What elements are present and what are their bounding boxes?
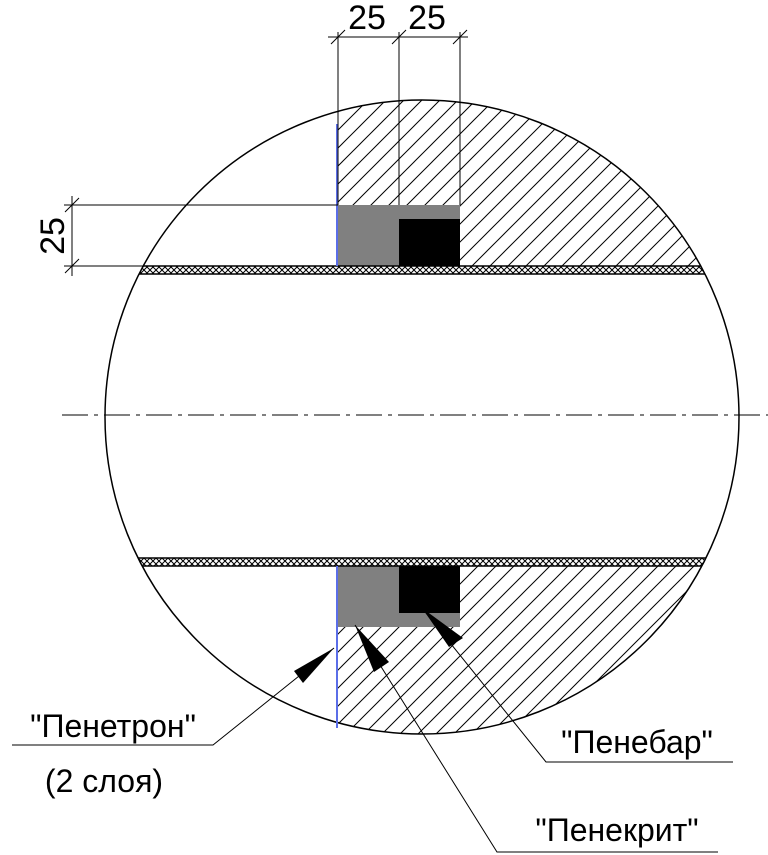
leader-penebar bbox=[421, 607, 733, 763]
section-circle-outline bbox=[104, 99, 740, 735]
section-contents bbox=[105, 100, 739, 734]
dimension-label-top-left: 25 bbox=[348, 0, 386, 37]
callout-penetron-layers: (2 слоя) bbox=[45, 763, 163, 799]
leader-penekrit bbox=[354, 624, 718, 853]
callout-penekrit: "Пенекрит" bbox=[535, 812, 698, 848]
penebar-fill-top bbox=[399, 219, 460, 266]
callout-penebar: "Пенебар" bbox=[561, 724, 713, 760]
dimension-left bbox=[64, 196, 338, 276]
pipe-wall-top bbox=[105, 265, 739, 275]
callout-penetron: "Пенетрон" bbox=[30, 708, 196, 744]
penebar-fill-bottom bbox=[399, 566, 460, 613]
pipe-wall-bottom bbox=[105, 557, 739, 567]
leader-penetron bbox=[12, 647, 335, 746]
dimension-top bbox=[328, 29, 468, 205]
dimension-label-left: 25 bbox=[34, 217, 72, 255]
dimension-label-top-right: 25 bbox=[408, 0, 446, 37]
